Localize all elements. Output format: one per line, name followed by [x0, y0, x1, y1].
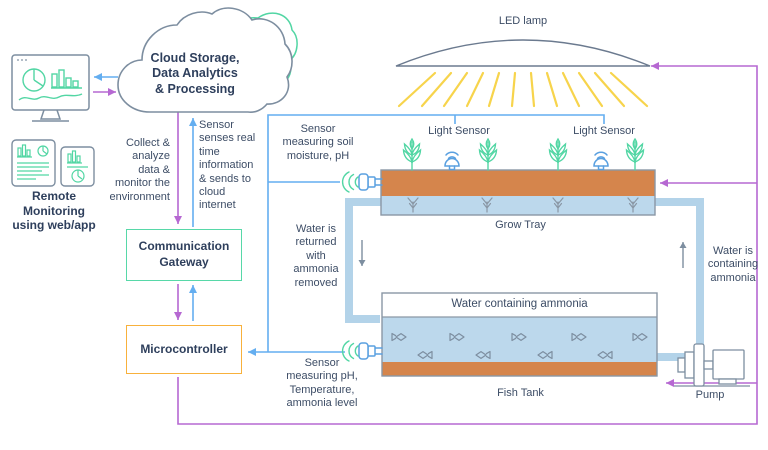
- tablet-icon: [11, 139, 56, 187]
- phone-icon: [60, 146, 95, 187]
- collect-analyze-note: Collect & analyze data & monitor the env…: [109, 137, 170, 203]
- plant-icon: [548, 138, 568, 171]
- arrow-micro-to-ledlamp-loop: [177, 62, 758, 425]
- plant-icon: [478, 138, 498, 171]
- led-lamp-icon: [395, 39, 651, 108]
- plants-row: [402, 138, 645, 171]
- tank-water-label: Water containing ammonia: [451, 298, 588, 310]
- water-returned-note: Water is returned with ammonia removed: [293, 223, 339, 289]
- pump-label: Pump: [695, 389, 725, 401]
- soil-sensor-note: Sensor measuring soil moisture, pH: [282, 123, 354, 162]
- control-flow-lines: [93, 62, 758, 425]
- pump-icon: [674, 343, 750, 387]
- sensor-to-cloud-note: Sensor senses real time information & se…: [199, 119, 256, 212]
- light-sensor-label-2: Light Sensor: [573, 125, 635, 137]
- remote-monitoring-label: Remote Monitoring using web/app: [12, 189, 96, 233]
- light-sensor-icon: [593, 151, 609, 171]
- pipe-growtray-to-fishtank: [345, 198, 381, 323]
- light-sensor-icon: [444, 151, 460, 171]
- microcontroller-node: Microcontroller: [126, 325, 242, 374]
- monitor-icon: [11, 54, 90, 122]
- probe-sensor-icon: [341, 171, 383, 193]
- communication-gateway-node: Communication Gateway: [126, 229, 242, 281]
- grow-tray-label: Grow Tray: [495, 219, 546, 231]
- fish-sensor-note: Sensor measuring pH, Temperature, ammoni…: [286, 357, 358, 410]
- light-sensor-label-1: Light Sensor: [428, 125, 490, 137]
- water-direction-arrows: [358, 240, 687, 268]
- fish-tank: [381, 292, 658, 377]
- grow-tray: [380, 169, 656, 216]
- cloud-label: Cloud Storage, Data Analytics & Processi…: [150, 51, 240, 96]
- water-containing-note: Water is containing ammonia: [707, 245, 759, 284]
- pipe-fishtank-to-growtray: [655, 198, 704, 353]
- fish-tank-label: Fish Tank: [497, 387, 544, 399]
- plant-icon: [625, 138, 645, 171]
- light-sensor-bus: [267, 114, 605, 352]
- light-rays: [397, 71, 649, 108]
- data-flow-lines: [94, 73, 605, 356]
- cloud-icon: [117, 7, 293, 113]
- led-lamp-label: LED lamp: [498, 15, 548, 27]
- water-pipes: [345, 198, 704, 361]
- plant-icon: [402, 138, 422, 171]
